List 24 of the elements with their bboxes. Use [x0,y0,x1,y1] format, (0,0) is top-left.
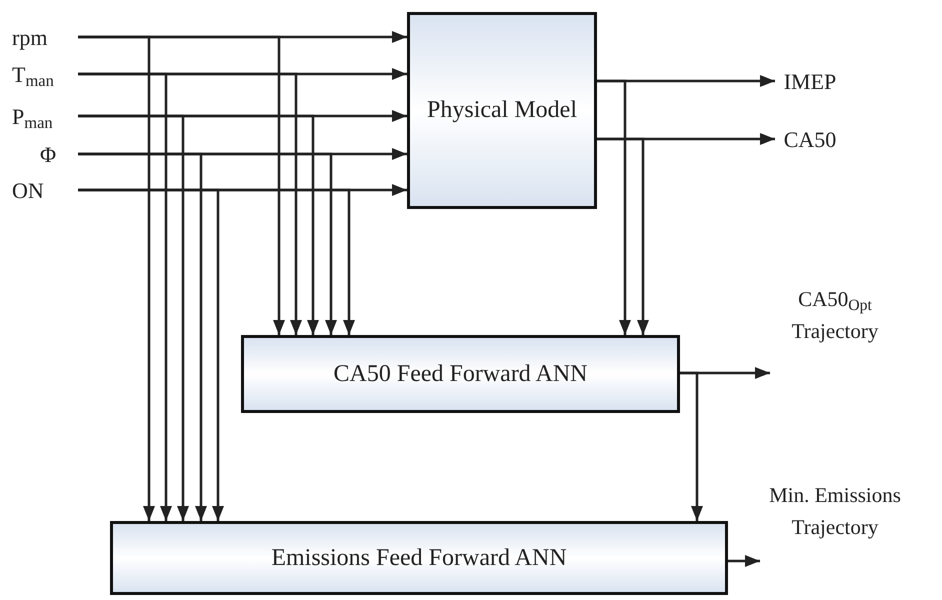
arrow [680,372,703,521]
arrow [597,80,631,335]
node-text: CA50 Feed Forward ANN [332,360,588,389]
node-text: ON [12,176,44,204]
arrow [78,188,224,521]
arrow [78,72,172,521]
node-text: Min. Emissions Trajectory [768,482,902,540]
node-text: Physical Model [426,96,578,126]
node-text: IMEP [784,68,836,96]
arrow [78,36,155,521]
node-text: Φ [40,140,56,168]
arrow [78,152,207,521]
node-text: Emissions Feed Forward ANN [270,544,568,573]
node-text: P$_{man}$ [12,102,53,132]
node-text: CA50 [784,126,836,154]
process-box [241,335,680,413]
process-box [407,12,597,209]
node-text: CA50$_{Opt}$ Trajectory [790,286,880,344]
process-box [110,521,728,595]
node-text: rpm [12,24,48,52]
arrow [78,114,189,521]
arrow [597,138,649,335]
arrow [728,555,760,567]
node-text: T$_{man}$ [12,60,54,90]
